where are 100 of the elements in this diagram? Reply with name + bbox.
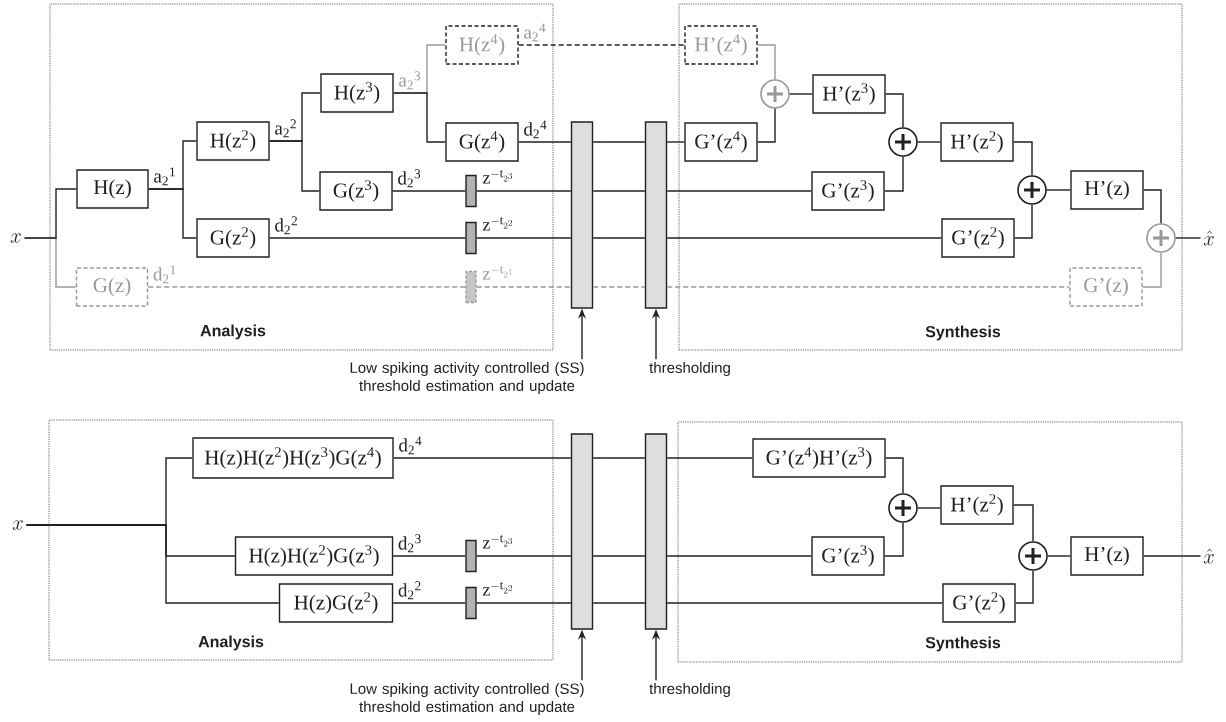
adder-circle	[1146, 223, 1176, 253]
signal-line	[269, 237, 466, 239]
signal-line	[518, 44, 685, 46]
signal-line	[757, 44, 776, 80]
filter-box: G’(z$^{4}$)	[684, 122, 758, 162]
filter-box: G(z$^{3}$)	[319, 171, 393, 211]
edge-label: d$_{2}$4	[397, 435, 424, 456]
adder-circle	[888, 127, 918, 157]
edge-label: d$_{2}$3	[396, 168, 423, 189]
signal-line	[147, 286, 466, 288]
signal-line	[884, 522, 904, 557]
signal-symbol: $\hat{x}$	[1203, 548, 1214, 564]
signal-line	[25, 524, 280, 604]
edge-label: d$_{2}$2	[396, 580, 423, 601]
edge-label: a$_{2}$2	[273, 118, 299, 139]
signal-line	[1014, 204, 1033, 239]
filter-box: G’(z$^{4}$)H’(z$^{3}$)	[752, 438, 886, 478]
filter-box: G(z)	[75, 267, 149, 307]
annotation-text: thresholding	[649, 683, 730, 697]
filter-box: H’(z$^{2}$)	[940, 485, 1014, 525]
signal-line	[1015, 570, 1034, 604]
delay-label: $\mathrm{z}^{-\mathrm{t}_{2^{3}}}$	[482, 535, 513, 549]
signal-line	[885, 457, 904, 494]
adder-circle	[1017, 175, 1047, 205]
signal-line	[592, 190, 646, 192]
filter-box: H’(z$^{2}$)	[940, 122, 1014, 162]
signal-line	[666, 602, 943, 604]
annotation-text: Low spiking activity controlled (SS) threshold estimation and update	[350, 362, 584, 394]
signal-line	[393, 457, 572, 459]
filter-box: H’(z$^{4}$)	[684, 25, 758, 65]
edge-label: d$_{2}$2	[273, 215, 300, 236]
signal-line	[1175, 237, 1202, 239]
signal-line	[592, 141, 646, 143]
filter-box: H(z$^{4}$)	[445, 25, 519, 65]
signal-line	[666, 190, 812, 192]
adder-circle	[1018, 541, 1048, 571]
filter-box: G(z$^{2}$)	[196, 218, 270, 258]
filter-box: H(z)	[76, 169, 149, 209]
signal-line	[1013, 141, 1033, 176]
signal-line	[476, 286, 572, 288]
signal-line	[518, 141, 572, 143]
adder-circle	[760, 79, 790, 109]
signal-line	[1013, 504, 1034, 542]
signal-line	[392, 190, 466, 192]
signal-line	[917, 141, 941, 143]
signal-symbol: $x$	[10, 233, 21, 243]
threshold-bar	[644, 121, 668, 309]
edge-label: a$_{2}$4	[522, 22, 548, 43]
filter-box: H(z)G(z$^{2}$)	[278, 583, 394, 623]
edge-label: d$_{2}$3	[396, 533, 423, 554]
delay-label: $\mathrm{z}^{-\mathrm{t}_{2^{3}}}$	[482, 170, 513, 184]
signal-line	[1142, 252, 1162, 288]
filter-box: G’(z$^{2}$)	[942, 583, 1016, 623]
edge-label: a$_{2}$1	[152, 166, 178, 187]
signal-line	[592, 286, 646, 288]
signal-line	[476, 555, 572, 557]
delay-label: $\mathrm{z}^{-\mathrm{t}_{2^{1}}}$	[482, 266, 512, 280]
filter-box: H(z)H(z$^{2}$)G(z$^{3}$)	[234, 536, 394, 576]
filter-box: H’(z)	[1070, 536, 1144, 576]
filter-box: H’(z)	[1070, 170, 1144, 210]
signal-line	[917, 507, 941, 509]
filter-box: H(z)H(z$^{2}$)H(z$^{3}$)G(z$^{4}$)	[192, 437, 394, 479]
signal-line	[1046, 189, 1071, 191]
signal-line	[592, 555, 646, 557]
signal-line	[1143, 555, 1202, 557]
filter-box: H(z$^{3}$)	[320, 73, 394, 113]
signal-line	[666, 141, 685, 143]
threshold-bar	[570, 433, 594, 630]
signal-line	[393, 92, 446, 143]
signal-line	[1143, 189, 1162, 224]
delay-label: $\mathrm{z}^{-\mathrm{t}_{2^{2}}}$	[482, 582, 512, 596]
signal-line	[757, 108, 776, 143]
signal-line	[666, 555, 812, 557]
signal-line	[666, 237, 942, 239]
signal-line	[476, 190, 572, 192]
annotation-text: thresholding	[649, 362, 730, 376]
signal-line	[476, 602, 572, 604]
filter-box: G’(z$^{3}$)	[811, 536, 885, 576]
filter-box: G’(z)	[1069, 267, 1143, 307]
filter-box: G’(z$^{3}$)	[811, 171, 885, 211]
signal-line	[885, 93, 904, 128]
signal-line	[269, 140, 320, 192]
signal-line	[666, 286, 1070, 288]
signal-line	[392, 555, 466, 557]
signal-line	[789, 93, 813, 95]
signal-line	[392, 602, 466, 604]
annotation-text: Low spiking activity controlled (SS) threshold estimation and update	[350, 683, 584, 715]
signal-symbol: $x$	[12, 520, 23, 530]
threshold-bar	[570, 121, 594, 309]
filter-box: H(z$^{2}$)	[196, 121, 270, 161]
signal-line	[592, 457, 646, 459]
signal-line	[884, 156, 904, 192]
edge-label: d$_{2}$1	[151, 264, 178, 285]
signal-line	[666, 457, 753, 459]
signal-line	[476, 237, 572, 239]
signal-symbol: $\hat{x}$	[1203, 230, 1214, 246]
filter-box: H’(z$^{3}$)	[812, 74, 886, 114]
threshold-bar	[644, 433, 668, 630]
edge-label: a$_{2}$3	[397, 70, 423, 91]
signal-line	[592, 602, 646, 604]
